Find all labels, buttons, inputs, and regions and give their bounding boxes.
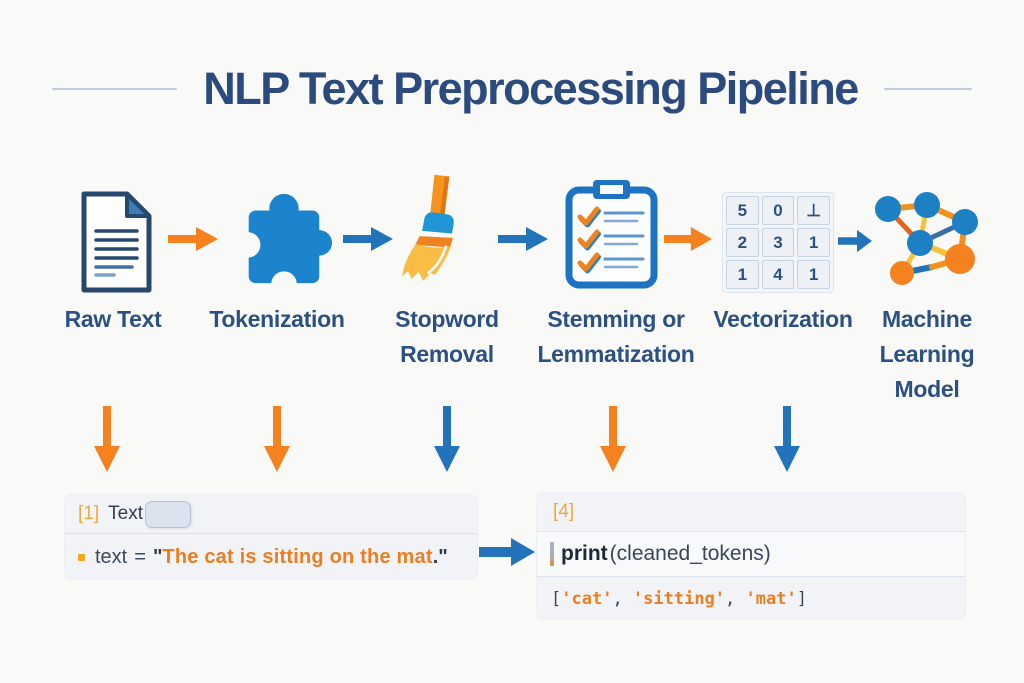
cell-bullet-icon <box>78 553 85 561</box>
stage-label-vectorization: Vectorization <box>713 306 853 332</box>
down-arrow-5-icon <box>772 406 802 472</box>
code-output-result: [ 'cat' , 'sitting' , 'mat' ] <box>537 577 965 619</box>
code-cell-input: [1] Text text = " The cat is sitting on … <box>64 494 478 580</box>
matrix-cell: 0 <box>761 196 795 225</box>
flow-arrow-2-icon <box>343 226 393 252</box>
matrix-cell: 2 <box>726 228 759 257</box>
result-token: 'cat' <box>561 589 613 609</box>
flow-arrow-1-icon <box>168 226 218 252</box>
matrix-cell: 1 <box>797 228 830 257</box>
puzzle-piece-icon <box>234 184 332 297</box>
flow-arrow-3-icon <box>498 226 548 252</box>
title-row: NLP Text Preprocessing Pipeline <box>0 60 1024 118</box>
matrix-cell: 4 <box>761 260 795 289</box>
clipboard-checklist-icon <box>563 178 660 290</box>
code-flow-arrow-icon <box>479 537 535 567</box>
result-separator: , <box>612 589 633 609</box>
stage-label-tokenization: Tokenization <box>209 306 345 332</box>
flow-arrow-4-icon <box>664 226 712 252</box>
code-line-input: text = " The cat is sitting on the mat .… <box>65 534 477 580</box>
code-open-quote: " <box>152 545 163 568</box>
page-title: NLP Text Preprocessing Pipeline <box>203 63 859 114</box>
flow-arrow-5-icon <box>838 229 872 253</box>
result-bracket-close: ] <box>796 589 807 609</box>
document-icon <box>76 190 156 294</box>
matrix-cell: 5 <box>726 196 759 225</box>
cell-header-title: Text <box>108 503 143 524</box>
code-close-punct: ." <box>432 545 448 568</box>
code-function-args: (cleaned_tokens) <box>609 542 771 565</box>
down-arrow-1-icon <box>92 406 122 472</box>
stage-label-stemming-lemmatization: Stemming or Lemmatization <box>537 306 695 367</box>
neural-network-icon <box>870 185 992 291</box>
result-separator: , <box>725 589 746 609</box>
code-variable: text <box>95 545 128 568</box>
result-token: 'mat' <box>745 589 797 609</box>
matrix-cell: ⊥ <box>797 196 830 225</box>
down-arrow-4-icon <box>598 406 628 472</box>
down-arrow-2-icon <box>262 406 292 472</box>
code-equals: = <box>134 545 146 568</box>
code-function-name: print <box>561 542 608 565</box>
stage-label-stopword-removal: Stopword Removal <box>395 306 499 367</box>
matrix-cell: 3 <box>761 228 795 257</box>
code-cell-output: [4] print (cleaned_tokens) [ 'cat' , 'si… <box>536 492 966 620</box>
title-rule-left <box>52 88 178 90</box>
code-cell-output-header: [4] <box>537 493 965 531</box>
code-string-value: The cat is sitting on the mat <box>162 545 433 568</box>
stage-label-ml-model: Machine Learning Model <box>879 306 975 402</box>
matrix-cell: 1 <box>797 260 830 289</box>
result-bracket-open: [ <box>551 589 562 609</box>
code-cell-input-header: [1] Text <box>65 495 477 534</box>
cursor-bar <box>550 542 554 566</box>
broom-icon <box>402 166 494 293</box>
code-line-print: print (cleaned_tokens) <box>537 531 965 577</box>
number-matrix-icon: 5 0 ⊥ 2 3 1 1 4 1 <box>722 192 834 293</box>
matrix-cell: 1 <box>726 260 759 289</box>
text-cursor-box <box>144 500 191 528</box>
cell-number-label: [4] <box>553 501 575 522</box>
down-arrow-3-icon <box>432 406 462 472</box>
result-token: 'sitting' <box>632 589 726 609</box>
cell-number-label: [1] <box>78 503 100 524</box>
title-rule-right <box>883 88 972 90</box>
stage-label-raw-text: Raw Text <box>64 306 162 332</box>
